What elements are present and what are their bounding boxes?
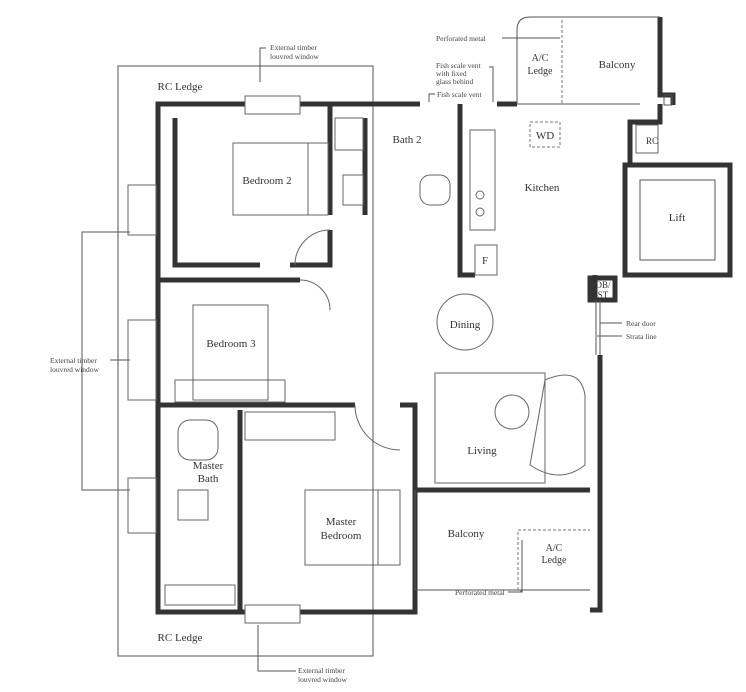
rc-ledge-outline [117,65,374,657]
furniture [164,117,659,606]
ac-ledge-top-label-1: A/C [532,53,549,64]
annotation-leaders [81,37,622,672]
top-balcony-outline [516,16,660,104]
balcony-top-label: Balcony [599,59,636,71]
kitchen-label: Kitchen [525,182,560,194]
rc-ledge-bottom-label: RC Ledge [158,632,203,644]
bedroom2-label: Bedroom 2 [242,175,291,187]
walls [155,17,733,615]
top-balcony-rc-box [663,94,673,106]
fridge-label: F [482,255,488,267]
db-st-label-2: ST [598,290,609,300]
db-st-label-1: DB/ [595,280,611,290]
window-bottom-note-2: louvred window [298,675,348,684]
ac-ledge-bottom-label-2: Ledge [542,555,568,566]
master-bath-label-2: Bath [198,473,219,485]
window-bottom-note-1: External timber [298,666,345,675]
ac-ledge-bottom-label-1: A/C [546,543,563,554]
rc-label: RC [646,136,658,146]
window-left-note-2: louvred window [50,365,100,374]
wd-label: WD [536,130,554,142]
bath2-label: Bath 2 [392,134,421,146]
master-bath-label-1: Master [193,460,224,472]
living-label: Living [467,445,497,457]
perforated-metal-bottom-note: Perforated metal [455,588,505,597]
fish-scale-note: Fish scale vent [437,90,482,99]
balcony-bottom-label: Balcony [448,528,485,540]
window-top-note-1: External timber [270,43,317,52]
rc-ledge-top-label: RC Ledge [158,81,203,93]
lift-label: Lift [669,212,686,224]
rear-door-note: Rear door [626,319,656,328]
fish-scale-fixed-note-1: Fish scale vent [436,61,481,70]
dining-label: Dining [450,319,481,331]
door-swings [294,229,401,451]
ac-ledge-top-label-2: Ledge [528,66,554,77]
master-bedroom-label-2: Bedroom [321,530,362,542]
master-bedroom-label-1: Master [326,516,357,528]
fish-scale-fixed-note-3: glass behind [436,77,474,86]
window-left-note-1: External timber [50,356,97,365]
perforated-metal-top-note: Perforated metal [436,34,486,43]
fish-scale-fixed-note-2: with fixed [436,69,467,78]
bedroom3-label: Bedroom 3 [206,338,256,350]
window-top-note-2: louvred window [270,52,320,61]
strata-line-note: Strata line [626,332,657,341]
